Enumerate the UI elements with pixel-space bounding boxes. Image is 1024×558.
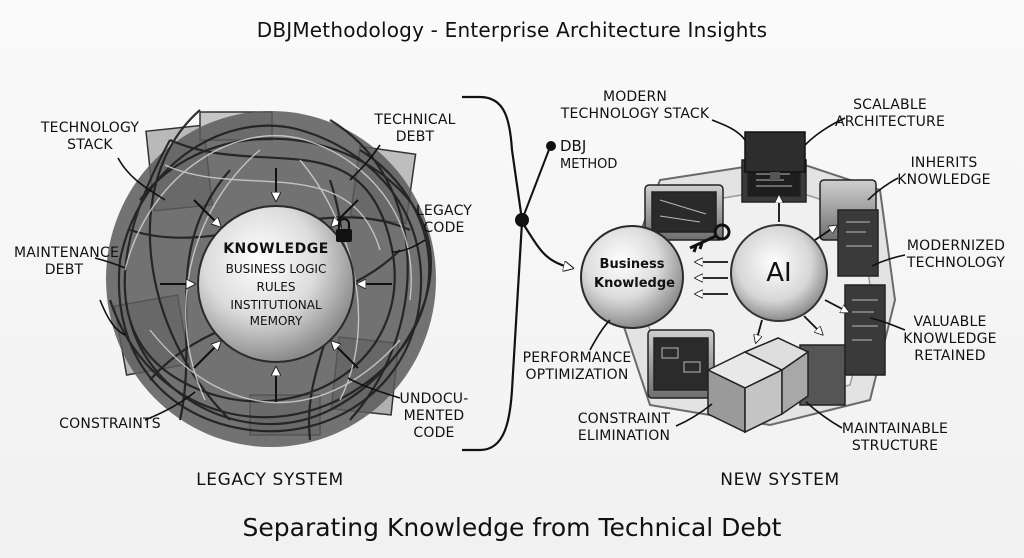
cube-cluster bbox=[706, 337, 810, 434]
business-knowledge-line1: Business bbox=[599, 257, 665, 272]
key-icon bbox=[689, 223, 731, 253]
core-line-rules: RULES bbox=[256, 280, 296, 294]
method-label: METHOD bbox=[560, 157, 618, 172]
dbj-method-connector bbox=[462, 95, 572, 452]
new-system-label: NEW SYSTEM bbox=[720, 470, 840, 490]
legacy-system-label: LEGACY SYSTEM bbox=[196, 470, 344, 490]
page-subtitle: Separating Knowledge from Technical Debt bbox=[242, 513, 782, 542]
label-constraints: CONSTRAINTS bbox=[59, 416, 161, 432]
dbj-label: DBJ bbox=[560, 137, 587, 155]
core-line-institutional: INSTITUTIONAL bbox=[230, 298, 322, 312]
core-line-memory: MEMORY bbox=[249, 314, 303, 328]
ai-label: AI bbox=[766, 258, 792, 288]
legacy-callouts bbox=[94, 144, 426, 421]
page-title: DBJMethodology - Enterprise Architecture… bbox=[256, 18, 768, 42]
lock-icon bbox=[336, 217, 352, 242]
new-system-ring bbox=[580, 131, 897, 434]
legacy-tangle bbox=[106, 109, 436, 447]
monitor-icon bbox=[744, 131, 806, 180]
business-knowledge-line2: Knowledge bbox=[594, 276, 675, 291]
core-line-business-logic: BUSINESS LOGIC bbox=[225, 262, 327, 276]
knowledge-heading: KNOWLEDGE bbox=[223, 241, 329, 257]
new-system-callouts bbox=[589, 117, 906, 429]
